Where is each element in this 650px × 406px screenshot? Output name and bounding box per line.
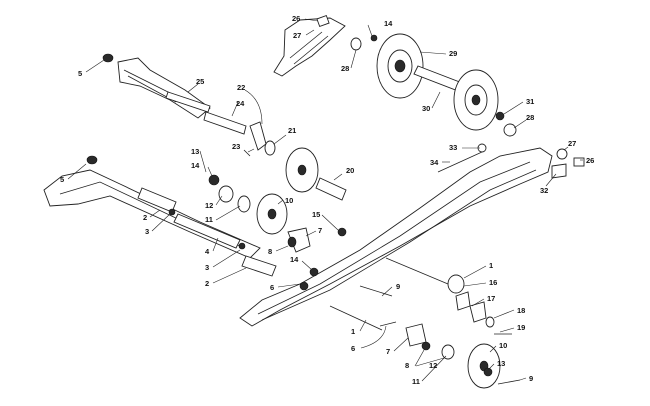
upper-left-rail <box>117 57 211 119</box>
spacer-20 <box>315 177 347 201</box>
callout-18: 18 <box>517 306 525 315</box>
callout-34: 34 <box>430 158 439 167</box>
callout-13b: 13 <box>497 359 505 368</box>
callout-10a: 10 <box>285 196 293 205</box>
callout-13a: 13 <box>191 147 199 156</box>
callout-7a: 7 <box>318 226 322 235</box>
callout-10b: 10 <box>499 341 507 350</box>
callout-28a: 28 <box>341 64 349 73</box>
drive-wheel-29 <box>376 33 424 99</box>
callout-29: 29 <box>449 49 457 58</box>
callout-23: 23 <box>232 142 240 151</box>
callout-17: 17 <box>487 294 495 303</box>
long-rod-1b <box>329 305 383 331</box>
spacer-tube-2b <box>241 255 277 277</box>
callout-21: 21 <box>288 126 296 135</box>
callout-5a: 5 <box>78 69 82 78</box>
callout-12b: 12 <box>429 361 437 370</box>
callout-27a: 27 <box>293 31 301 40</box>
callout-6a: 6 <box>270 283 274 292</box>
callout-4: 4 <box>205 247 210 256</box>
idler-wheel-10a <box>256 193 288 235</box>
callout-19: 19 <box>517 323 525 332</box>
callout-16: 16 <box>489 278 497 287</box>
shaft-25 <box>165 91 211 113</box>
callout-9a: 9 <box>396 282 400 291</box>
callout-1a: 1 <box>489 261 493 270</box>
callout-9b: 9 <box>529 374 533 383</box>
shaft-24 <box>203 111 247 135</box>
callout-14b: 14 <box>191 161 200 170</box>
callout-33: 33 <box>449 143 457 152</box>
long-rod-1a <box>385 257 449 285</box>
callout-11a: 11 <box>205 215 213 224</box>
callout-26a: 26 <box>292 14 300 23</box>
callout-7b: 7 <box>386 347 390 356</box>
callout-28b: 28 <box>526 113 534 122</box>
callout-30: 30 <box>422 104 430 113</box>
upper-right-rail <box>273 17 346 77</box>
small-hardware <box>86 14 585 385</box>
callout-27b: 27 <box>568 139 576 148</box>
callout-22: 22 <box>237 83 245 92</box>
idler-wheel-10b <box>467 343 501 389</box>
callout-3b: 3 <box>205 263 209 272</box>
callout-5b: 5 <box>60 175 64 184</box>
callout-24: 24 <box>236 99 245 108</box>
callout-12a: 12 <box>205 201 213 210</box>
callout-labels: 26 27 14 29 28 30 31 28 33 34 27 26 32 5… <box>60 14 594 386</box>
callout-20: 20 <box>346 166 354 175</box>
callout-11b: 11 <box>412 377 420 386</box>
drive-wheel-29b <box>453 69 499 131</box>
spacer-tube-4 <box>173 213 241 249</box>
callout-2a: 2 <box>143 213 147 222</box>
rod-34 <box>437 151 483 173</box>
callout-25: 25 <box>196 77 204 86</box>
leader-lines <box>67 18 583 382</box>
callout-14c: 14 <box>290 255 299 264</box>
callout-6b: 6 <box>351 344 355 353</box>
callout-2b: 2 <box>205 279 209 288</box>
callout-8b: 8 <box>405 361 409 370</box>
callout-8a: 8 <box>268 247 272 256</box>
idler-wheel-21 <box>285 147 319 193</box>
callout-26b: 26 <box>586 156 594 165</box>
callout-1b: 1 <box>351 327 355 336</box>
callout-32: 32 <box>540 186 548 195</box>
callout-31: 31 <box>526 97 534 106</box>
main-slide-rail <box>239 147 553 327</box>
callout-3a: 3 <box>145 227 149 236</box>
callout-14a: 14 <box>384 19 393 28</box>
callout-15: 15 <box>312 210 320 219</box>
